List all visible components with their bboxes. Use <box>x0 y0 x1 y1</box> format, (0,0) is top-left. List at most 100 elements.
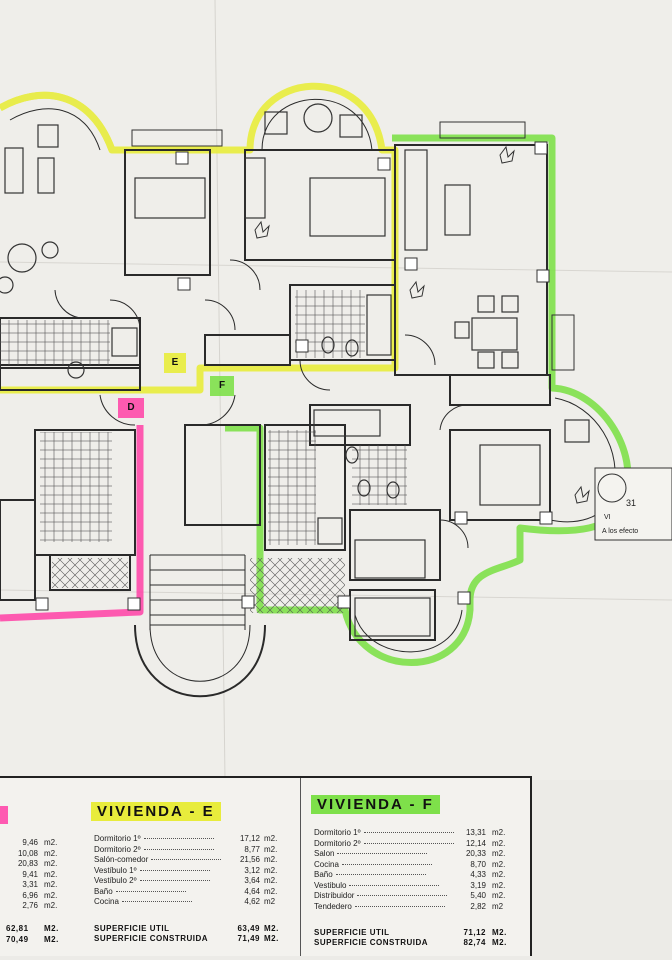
area-row: Baño <box>94 887 186 896</box>
furniture <box>0 103 590 637</box>
total-util-value: 71,12 <box>463 928 486 937</box>
area-row-leader <box>151 859 222 860</box>
vivienda-d-unit: m2. <box>44 880 58 889</box>
area-row-leader <box>143 838 214 839</box>
area-row-value: 4,33 <box>470 870 486 879</box>
area-row-value: 20,33 <box>465 849 486 858</box>
area-row: Dormitorio 2º <box>94 845 214 854</box>
area-row-leader <box>143 848 214 850</box>
area-row-label: Distribuidor <box>314 891 355 900</box>
total-util-label: SUPERFICIE UTIL <box>94 924 170 933</box>
area-row-unit: m2. <box>492 891 506 900</box>
area-row-value: 8,77 <box>244 844 260 854</box>
area-row-label: Baño <box>94 886 113 896</box>
area-row-label: Vestibulo <box>314 880 347 890</box>
total-construida-label: SUPERFICIE CONSTRUIDA <box>314 938 429 947</box>
unit-e-badge: E <box>171 357 179 368</box>
vivienda-d-title-marker <box>0 806 8 824</box>
stamp-line-3: A los efecto <box>602 528 639 535</box>
vivienda-d-unit: m2. <box>44 890 58 900</box>
area-row: Dormitorio 2º <box>314 839 454 848</box>
area-row: Salón-comedor <box>94 855 222 864</box>
area-row-value: 2,82 <box>470 901 486 911</box>
area-row-label: Dormitorio 1º <box>314 828 361 837</box>
area-row-leader <box>341 863 432 865</box>
total-util-unit: M2. <box>492 928 507 937</box>
vivienda-d-unit: m2. <box>44 859 58 868</box>
area-row: Vestibulo <box>314 880 440 890</box>
plant-icons <box>131 121 590 504</box>
vivienda-d-value: 6,96 <box>22 890 38 900</box>
unit-d-badge: D <box>127 402 135 413</box>
total-util-value: 63,49 <box>237 924 260 933</box>
vivienda-d-value: 3,31 <box>22 880 38 889</box>
area-row-unit: m2. <box>264 865 278 875</box>
area-row-leader <box>121 901 192 902</box>
unit-f-badge: F <box>218 380 226 391</box>
area-row-label: Dormitorio 2º <box>94 844 141 854</box>
area-row-label: Salon <box>314 849 335 858</box>
area-row-value: 12,14 <box>465 838 486 848</box>
area-row: Distribuidor <box>314 891 448 900</box>
area-row-unit: m2 <box>264 897 276 906</box>
vivienda-f-title: VIVIENDA - F <box>311 795 440 814</box>
total-construida-value: 82,74 <box>463 938 486 947</box>
area-row-value: 3,64 <box>244 876 260 885</box>
area-row-leader <box>115 890 186 892</box>
area-row-value: 17,12 <box>239 834 260 843</box>
unit-e-outline <box>0 82 399 394</box>
vivienda-d-total-construida: 70,49 <box>6 935 29 944</box>
vivienda-d-unit: m2. <box>44 901 58 910</box>
walls <box>0 98 616 698</box>
total-util-label: SUPERFICIE UTIL <box>314 928 390 937</box>
area-row-label: Baño <box>314 870 333 879</box>
area-row-leader <box>139 869 210 871</box>
total-construida-label: SUPERFICIE CONSTRUIDA <box>94 934 209 943</box>
vivienda-d-total-util-unit: M2. <box>44 924 59 933</box>
vivienda-d-unit: m2. <box>44 838 58 847</box>
vivienda-d-total-util: 62,81 <box>6 924 29 933</box>
area-row-unit: m2. <box>264 834 278 843</box>
area-row: Vestíbulo 1º <box>94 866 210 875</box>
vivienda-d-value: 9,46 <box>22 838 38 847</box>
stamp-line-2: VI <box>604 514 611 521</box>
area-row-value: 3,19 <box>470 880 486 890</box>
area-row: Dormitorio 1º <box>314 828 454 837</box>
area-row-leader <box>335 874 426 875</box>
area-row-unit: m2. <box>264 855 278 864</box>
area-row-label: Tendedero <box>314 901 352 911</box>
area-row-label: Dormitorio 2º <box>314 838 361 848</box>
area-row-label: Dormitorio 1º <box>94 834 141 843</box>
vivienda-d-total-construida-unit: M2. <box>44 935 59 944</box>
total-construida-unit: M2. <box>492 938 507 947</box>
area-row-unit: m2. <box>492 828 506 837</box>
unit-d-outline <box>0 425 144 622</box>
area-row-value: 4,62 <box>244 897 260 906</box>
area-row-label: Cocina <box>94 897 119 906</box>
area-row-value: 8,70 <box>470 859 486 869</box>
area-row-leader <box>139 880 210 881</box>
total-construida-value: 71,49 <box>237 934 260 943</box>
area-row-value: 5,40 <box>470 891 486 900</box>
unit-f-outline <box>225 134 632 666</box>
area-row: Salon <box>314 849 428 858</box>
vivienda-d-value: 20,83 <box>17 859 38 868</box>
vivienda-d-value: 2,76 <box>22 901 38 910</box>
area-row-unit: m2. <box>492 880 506 890</box>
vivienda-d-unit: m2. <box>44 869 58 879</box>
area-row-leader <box>363 832 454 833</box>
area-row-value: 3,12 <box>244 865 260 875</box>
area-row: Cocina <box>314 860 432 869</box>
area-row-leader <box>357 895 448 896</box>
area-row-unit: m2. <box>492 838 506 848</box>
area-row-leader <box>349 884 440 886</box>
area-row-label: Vestíbulo 1º <box>94 865 137 875</box>
area-row: Vestíbulo 2º <box>94 876 210 885</box>
shaft-markers <box>35 141 553 611</box>
area-row-leader <box>363 842 454 844</box>
area-row-label: Salón-comedor <box>94 855 149 864</box>
area-row-value: 13,31 <box>465 828 486 837</box>
area-row-unit: m2. <box>264 886 278 896</box>
